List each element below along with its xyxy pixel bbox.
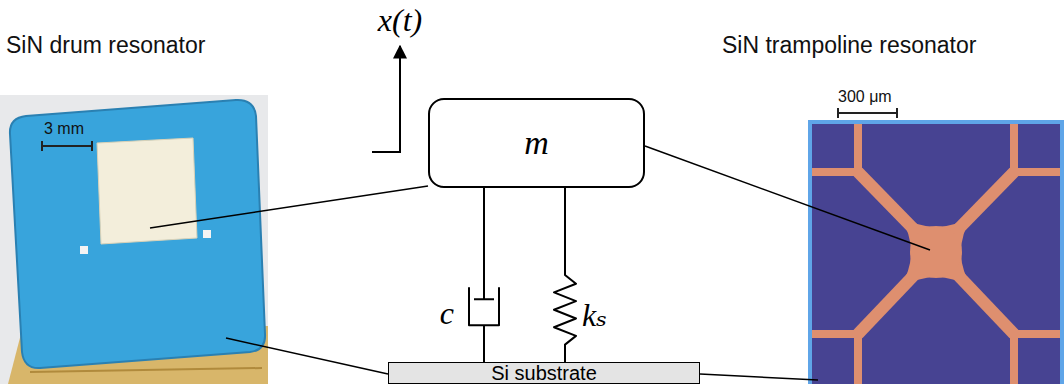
photo-background <box>0 95 268 384</box>
anchor-bar <box>854 124 862 176</box>
damping-label: c <box>440 296 454 331</box>
node-label: Si substrate <box>491 363 597 383</box>
trampoline-pad-center <box>910 226 962 278</box>
leader-line <box>226 338 388 374</box>
anchor-bar <box>854 330 862 384</box>
scale-bar <box>42 145 92 147</box>
trampoline-photo <box>810 122 1062 384</box>
flex-trace <box>30 368 262 372</box>
anchor-bar <box>1010 330 1018 384</box>
trampoline-pad <box>900 216 972 288</box>
leader-line <box>645 146 930 250</box>
mass-box: m <box>428 98 645 188</box>
scale-bar-label: 3 mm <box>44 120 84 138</box>
displacement-arrow <box>399 46 401 152</box>
spring-connector <box>554 188 576 362</box>
tether-anchors <box>812 124 1060 384</box>
alignment-mark <box>80 246 88 254</box>
photo-title: SiN trampoline resonator <box>722 32 976 58</box>
displacement-label: x(t) <box>378 2 422 39</box>
anchor-bar <box>1010 124 1018 176</box>
leader-line <box>700 374 818 380</box>
damper-connector <box>469 188 499 362</box>
displacement-tick <box>372 151 401 153</box>
scale-bar-tick <box>837 108 839 118</box>
scale-bar-tick <box>896 108 898 118</box>
scale-bar-tick <box>91 141 93 151</box>
scale-bar-label: 300 μm <box>838 88 892 106</box>
photo-title: SiN drum resonator <box>6 32 205 58</box>
node-label: m <box>524 126 549 160</box>
substrate-box: Si substrate <box>388 362 700 384</box>
silicon-chip <box>10 100 265 368</box>
spring-constant-label: kₛ <box>582 298 607 333</box>
sin-membrane <box>97 138 197 244</box>
scale-bar <box>838 112 897 114</box>
leader-line <box>150 186 428 228</box>
alignment-mark <box>203 230 211 238</box>
scale-bar-tick <box>41 141 43 151</box>
trampoline-tethers <box>858 172 1014 334</box>
